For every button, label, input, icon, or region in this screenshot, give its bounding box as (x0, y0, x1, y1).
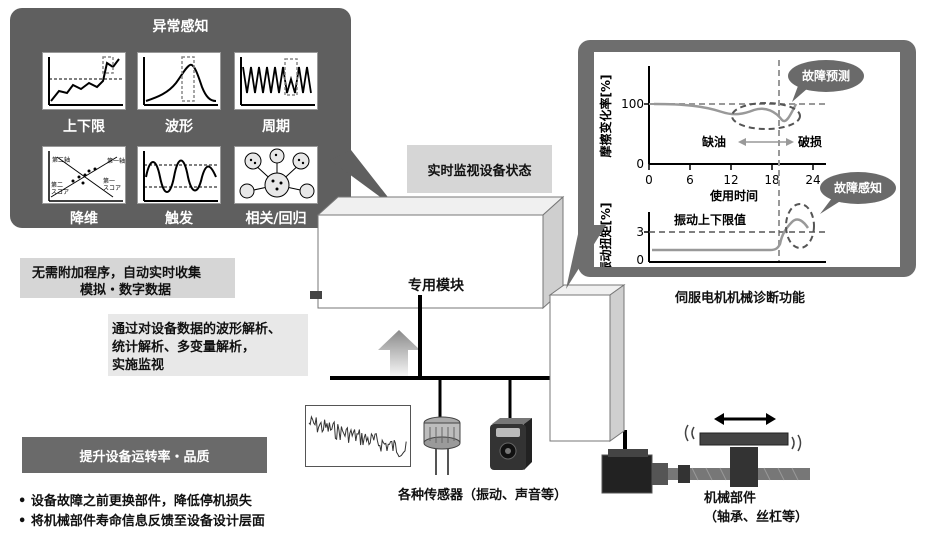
abnormal-detection-panel: 异常感知 上下限 波形 周期 (10, 8, 351, 228)
analysis-line3: 实施监视 (112, 358, 165, 373)
x-axis-label: 使用时间 (709, 188, 758, 203)
mini-text-score2b: スコア (51, 189, 69, 196)
analysis-line2: 统计解析、多变量解析， (112, 340, 256, 355)
method-label-trigger: 触发 (165, 211, 193, 227)
periodic-chart-icon (234, 52, 318, 110)
oil-shortage-label: 缺油 (702, 134, 726, 149)
xtick-18: 18 (764, 173, 779, 187)
method-label-periodic: 周期 (262, 119, 290, 135)
friction-change-curve (653, 102, 798, 123)
bottom-ytick-0: 0 (636, 253, 644, 267)
fault-prediction-label: 故障预测 (802, 68, 850, 83)
mini-text-axis2: 第二轴 (52, 156, 70, 164)
vibration-sensor-icon (490, 418, 532, 470)
fault-prediction-bubble (788, 60, 864, 92)
method-label-waveform: 波形 (165, 119, 193, 135)
analysis-line1: 通过对设备数据的波形解析、 (112, 322, 282, 337)
xtick-0: 0 (645, 173, 653, 187)
abnormal-detection-title: 异常感知 (152, 19, 209, 35)
mini-text-score1b: スコア (103, 185, 121, 192)
upload-arrow-icon (378, 330, 420, 380)
sensors-label: 各种传感器（振动、声音等） (398, 488, 568, 503)
bullet-2: • 将机械部件寿命信息反馈至设备设计层面 (18, 514, 265, 529)
machine-part-line2: （轴承、丝杠等） (704, 510, 809, 525)
servo-motor-and-ballscrew (601, 413, 810, 494)
mini-text-score1: 第一 (103, 177, 115, 185)
fault-detection-label: 故障感知 (834, 180, 882, 195)
realtime-monitoring-label: 实时监视设备状态 (407, 145, 552, 193)
module-label: 专用模块 (408, 278, 464, 294)
xtick-24: 24 (805, 173, 820, 187)
top-y-axis-label: 摩擦变化率[%] (598, 75, 613, 158)
method-label-dimension-reduction: 降维 (70, 211, 98, 227)
waveform-chart-icon (137, 52, 221, 110)
method-label-correlation: 相关/回归 (245, 211, 307, 227)
vibration-limit-label: 振动上下限值 (674, 212, 746, 227)
correlation-network-icon (234, 146, 318, 204)
damage-label: 破损 (798, 134, 822, 149)
auto-collect-line1: 无需附加程序，自动实时收集 (32, 266, 202, 281)
dimension-reduction-chart-icon: 第二轴 第一轴 第二 スコア 第一 スコア (42, 146, 126, 204)
diagnosis-caption: 伺服电机机械诊断功能 (675, 291, 806, 306)
fault-detection-ellipse (785, 203, 815, 249)
xtick-6: 6 (686, 173, 694, 187)
trigger-chart-icon (137, 146, 221, 204)
auto-collect-box: 无需附加程序，自动实时收集 模拟・数字数据 (20, 258, 235, 298)
vibration-torque-curve (652, 218, 810, 252)
diagnosis-chart: 100 0 0 6 12 18 24 使用时间 缺油 破损 故障预测 (594, 52, 900, 267)
fault-detection-bubble (820, 172, 896, 204)
bullet-1: • 设备故障之前更换部件，降低停机损失 (18, 494, 252, 509)
machine-part-line1: 机械部件 (704, 491, 757, 506)
method-label-upper-lower: 上下限 (63, 119, 105, 135)
sensor-waveform-plot (305, 405, 411, 467)
auto-collect-line2: 模拟・数字数据 (80, 283, 172, 298)
improve-operation-label: 提升设备运转率・品质 (22, 437, 267, 473)
mini-text-score2: 第二 (51, 181, 63, 189)
top-ytick-100: 100 (621, 97, 644, 111)
analysis-text-box: 通过对设备数据的波形解析、 统计解析、多变量解析， 实施监视 (108, 314, 308, 376)
fault-prediction-ellipse (731, 102, 801, 130)
acoustic-sensor-icon (423, 416, 461, 475)
bottom-y-axis-label: 振动扭矩[%] (598, 203, 613, 268)
upper-lower-limit-chart-icon (42, 52, 126, 110)
bottom-ytick-3: 3 (636, 225, 644, 239)
top-ytick-0: 0 (636, 157, 644, 171)
abnormal-panel-callout-tail (330, 150, 398, 210)
dedicated-module (310, 195, 565, 310)
mini-text-axis1: 第一轴 (107, 157, 125, 165)
servo-diagnosis-panel: 100 0 0 6 12 18 24 使用时间 缺油 破损 故障预测 (578, 40, 916, 277)
diagnosis-panel-callout-tail (566, 225, 606, 289)
xtick-12: 12 (723, 173, 738, 187)
servo-amplifier (548, 284, 626, 442)
